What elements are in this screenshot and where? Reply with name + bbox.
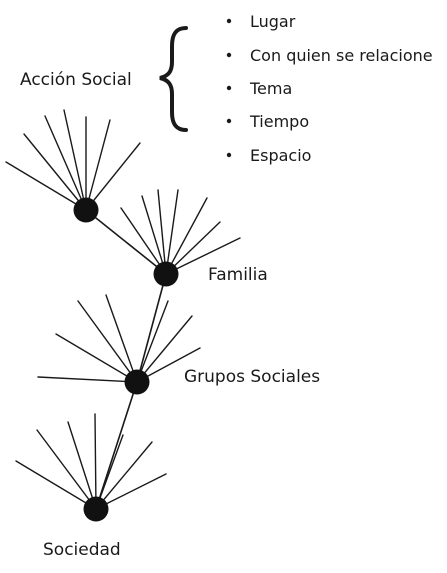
link-accion-familia (85, 209, 167, 275)
ray (105, 294, 138, 383)
label-familia: Familia (208, 265, 268, 285)
bullet-icon (226, 52, 232, 58)
link-familia-grupos (136, 273, 167, 383)
ray (165, 237, 241, 275)
bullet-icon (226, 18, 232, 24)
ray (141, 195, 167, 275)
list-item-text: Tema (249, 79, 292, 98)
list-item: Tiempo (226, 112, 309, 131)
link-grupos-sociedad (95, 381, 138, 510)
node-dot-accion-social (73, 197, 99, 223)
bullet-icon (226, 85, 232, 91)
label-accion-social: Acción Social (20, 70, 132, 90)
label-grupos-sociales: Grupos Sociales (184, 367, 320, 387)
bullet-icon (226, 152, 232, 158)
list-item: Con quien se relacione (226, 46, 433, 65)
ray (63, 109, 87, 211)
label-sociedad: Sociedad (43, 540, 121, 560)
ray (165, 189, 179, 275)
node-dot-sociedad (83, 496, 109, 522)
ray (5, 161, 87, 211)
ray (67, 421, 97, 510)
ray (77, 300, 138, 383)
ray (85, 119, 111, 211)
ray (157, 189, 167, 275)
ray (23, 133, 87, 211)
ray (95, 473, 167, 510)
ray (95, 441, 153, 510)
node-familia (120, 189, 241, 275)
bullet-icon (226, 118, 232, 124)
node-sociedad (15, 413, 167, 510)
node-accion-social (5, 109, 141, 211)
node-dot-familia (153, 261, 179, 287)
node-grupos-sociales (37, 294, 201, 383)
ray (136, 300, 169, 383)
ray (15, 460, 97, 510)
list-item-text: Lugar (250, 12, 296, 31)
ray (37, 376, 138, 383)
ray (94, 413, 97, 510)
node-dot-grupos-sociales (124, 369, 150, 395)
ray (44, 115, 87, 211)
list-item: Lugar (226, 12, 296, 31)
accion-social-list: Lugar Con quien se relacione Tema Tiempo… (226, 12, 433, 165)
list-item-text: Tiempo (249, 112, 309, 131)
list-item: Espacio (226, 146, 311, 165)
list-item-text: Espacio (250, 146, 311, 165)
list-item: Tema (226, 79, 292, 98)
ray (95, 434, 124, 510)
ray (85, 142, 141, 211)
ray (136, 315, 193, 383)
ray (120, 207, 167, 275)
list-item-text: Con quien se relacione (250, 46, 433, 65)
ray (55, 333, 138, 383)
ray (36, 429, 97, 510)
ray (165, 197, 208, 275)
curly-brace (159, 26, 188, 132)
